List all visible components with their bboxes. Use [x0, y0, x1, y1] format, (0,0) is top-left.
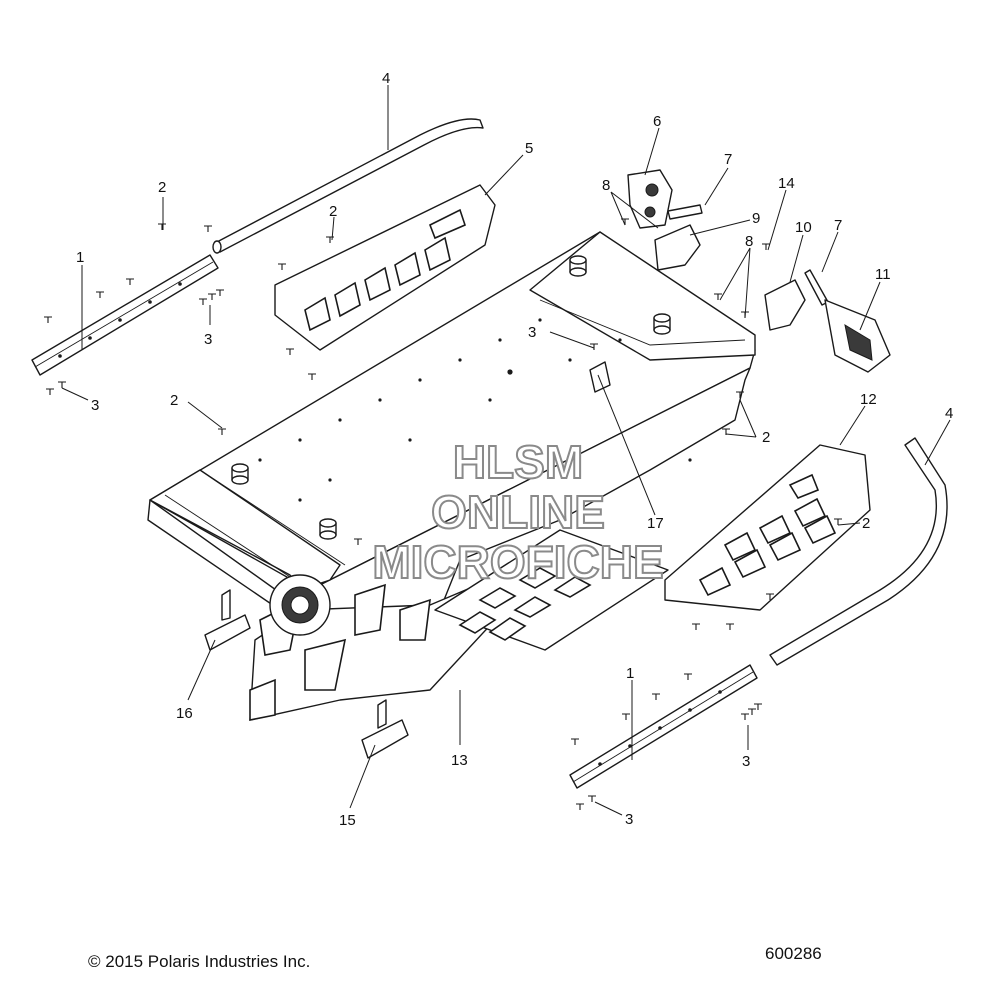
callout-label: 6	[653, 113, 661, 130]
bolt-7-part	[667, 204, 829, 306]
callout-label: 2	[170, 392, 178, 409]
callout-label: 10	[795, 219, 812, 236]
watermark-line-2: ONLINE	[431, 486, 605, 538]
callout-label: 14	[778, 175, 795, 192]
callout-label: 2	[762, 429, 770, 446]
callout-label: 2	[158, 179, 166, 196]
bracket-15-part	[361, 699, 409, 759]
callout-label: 13	[451, 752, 468, 769]
figure-number: 600286	[765, 944, 822, 963]
bracket-6-part	[627, 169, 673, 229]
bracket-11-part	[824, 299, 891, 373]
callout-label: 1	[626, 665, 634, 682]
callout-label: 3	[528, 324, 536, 341]
running-board-12-part	[664, 444, 871, 611]
callout-label: 9	[752, 210, 760, 227]
bracket-10-part	[764, 279, 806, 331]
leader-lines	[61, 85, 951, 816]
running-board-part	[434, 529, 669, 651]
callout-label: 2	[862, 515, 870, 532]
watermark-line-3: MICROFICHE	[372, 536, 663, 588]
callout-label: 1	[76, 249, 84, 266]
bracket-17-part	[589, 361, 611, 393]
callout-label: 5	[525, 140, 533, 157]
tube-4-right-part	[769, 437, 948, 666]
callout-label: 3	[204, 331, 212, 348]
tube-4-top-part	[212, 118, 484, 254]
watermark-line-1: HLSM	[453, 436, 583, 488]
callout-label: 12	[860, 391, 877, 408]
callout-label: 2	[329, 203, 337, 220]
callout-label: 7	[724, 151, 732, 168]
callout-label: 11	[875, 266, 891, 283]
tunnel-chassis-part	[147, 231, 756, 721]
rail-1-top-part	[31, 254, 219, 376]
bracket-9-part	[654, 224, 701, 271]
callout-label: 4	[382, 70, 390, 87]
callout-label: 3	[91, 397, 99, 414]
callout-label: 15	[339, 812, 356, 829]
bracket-16-part	[204, 589, 251, 651]
copyright-text: © 2015 Polaris Industries Inc.	[88, 952, 311, 971]
callout-label: 16	[176, 705, 193, 722]
callout-label: 8	[745, 233, 753, 250]
callout-labels: 1 2 2 3 3 4 5 6 7 8 9 14 10 7 8 11 3 2 1…	[76, 70, 953, 829]
fasteners	[44, 218, 842, 810]
callout-label: 7	[834, 217, 842, 234]
rail-1-bottom-part	[569, 664, 758, 789]
callout-label: 4	[945, 405, 953, 422]
callout-label: 8	[602, 177, 610, 194]
callout-label: 3	[625, 811, 633, 828]
callout-label: 3	[742, 753, 750, 770]
running-board-5-part	[274, 184, 496, 351]
watermark: HLSM ONLINE MICROFICHE	[371, 435, 664, 589]
callout-label: 17	[647, 515, 664, 532]
